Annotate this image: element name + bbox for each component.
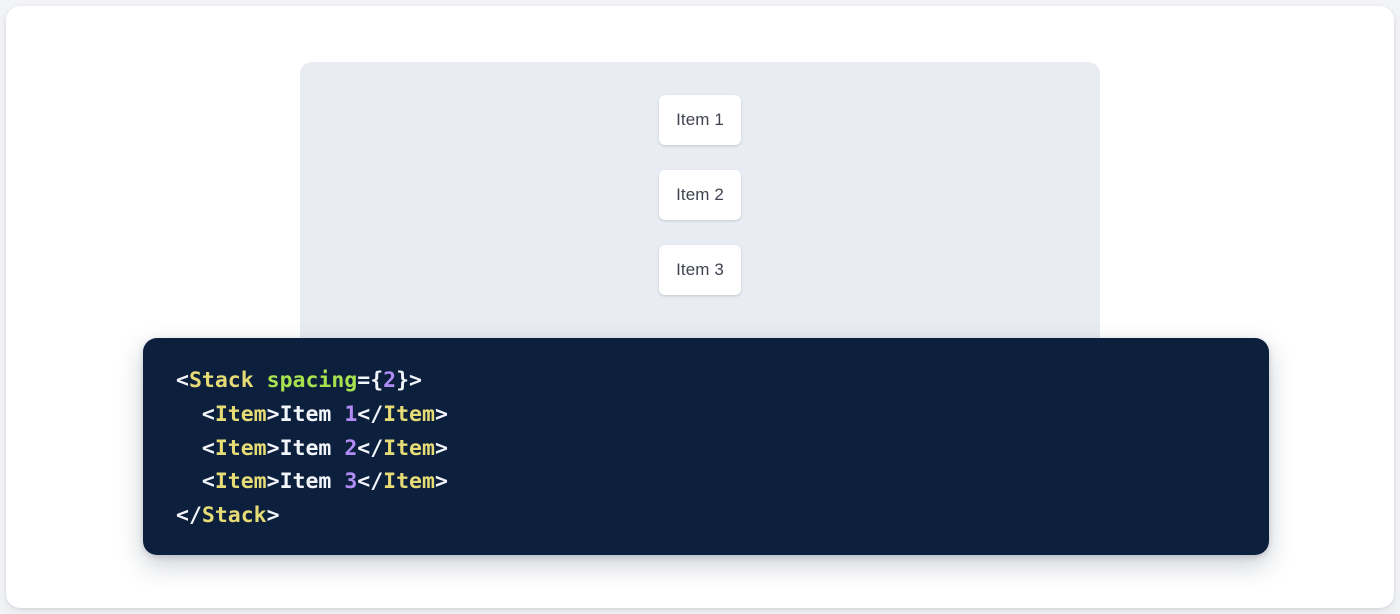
code-token-num: 3: [344, 469, 358, 495]
code-token-num: 1: [344, 401, 358, 427]
code-token-punct: }>: [396, 368, 422, 393]
code-token-punct: >: [434, 401, 448, 427]
code-token-punct: [254, 368, 267, 393]
code-token-text: Item: [279, 435, 345, 461]
code-token-text: Item: [279, 401, 345, 427]
code-line: </Stack>: [176, 499, 448, 533]
code-token-num: 2: [344, 435, 358, 461]
code-token-punct: </: [357, 401, 384, 427]
code-token-punct: >: [266, 435, 280, 461]
code-token-punct: <: [176, 469, 215, 495]
stack-item-label: Item 1: [676, 110, 724, 129]
stack-item-label: Item 2: [676, 185, 724, 204]
stack-item[interactable]: Item 2: [659, 170, 741, 220]
code-token-punct: >: [434, 435, 448, 461]
code-snippet-text: <Stack spacing={2}> <Item>Item 1</Item> …: [176, 364, 448, 533]
stack-item-label: Item 3: [676, 260, 724, 279]
code-token-tag: Item: [214, 435, 267, 461]
code-token-attr: spacing: [266, 368, 358, 393]
code-snippet-panel: <Stack spacing={2}> <Item>Item 1</Item> …: [143, 338, 1269, 555]
code-token-tag: Item: [214, 469, 267, 495]
code-token-tag: Stack: [188, 368, 254, 393]
code-token-punct: </: [357, 469, 384, 495]
stack-item[interactable]: Item 1: [659, 95, 741, 145]
code-line: <Item>Item 3</Item>: [176, 465, 448, 499]
code-token-punct: >: [266, 469, 280, 495]
code-token-num: 2: [383, 368, 397, 393]
code-line: <Item>Item 1</Item>: [176, 398, 448, 432]
code-token-punct: </: [357, 435, 384, 461]
code-token-tag: Item: [383, 435, 435, 461]
code-line: <Item>Item 2</Item>: [176, 432, 448, 466]
stack-component: Item 1 Item 2 Item 3: [300, 95, 1100, 295]
code-token-punct: >: [434, 469, 448, 495]
code-token-punct: >: [266, 401, 280, 427]
code-token-tag: Item: [383, 469, 435, 495]
code-token-tag: Item: [383, 401, 435, 427]
component-preview-panel: Item 1 Item 2 Item 3: [300, 62, 1100, 392]
stack-item[interactable]: Item 3: [659, 245, 741, 295]
code-line: <Stack spacing={2}>: [176, 364, 448, 398]
code-token-tag: Stack: [201, 503, 267, 529]
code-token-text: Item: [279, 469, 345, 495]
code-token-punct: <: [176, 401, 215, 427]
code-token-punct: >: [266, 503, 280, 529]
code-token-tag: Item: [214, 401, 267, 427]
code-token-punct: </: [176, 503, 202, 529]
code-token-punct: ={: [357, 368, 384, 393]
code-token-punct: <: [176, 368, 189, 393]
code-token-punct: <: [176, 435, 215, 461]
